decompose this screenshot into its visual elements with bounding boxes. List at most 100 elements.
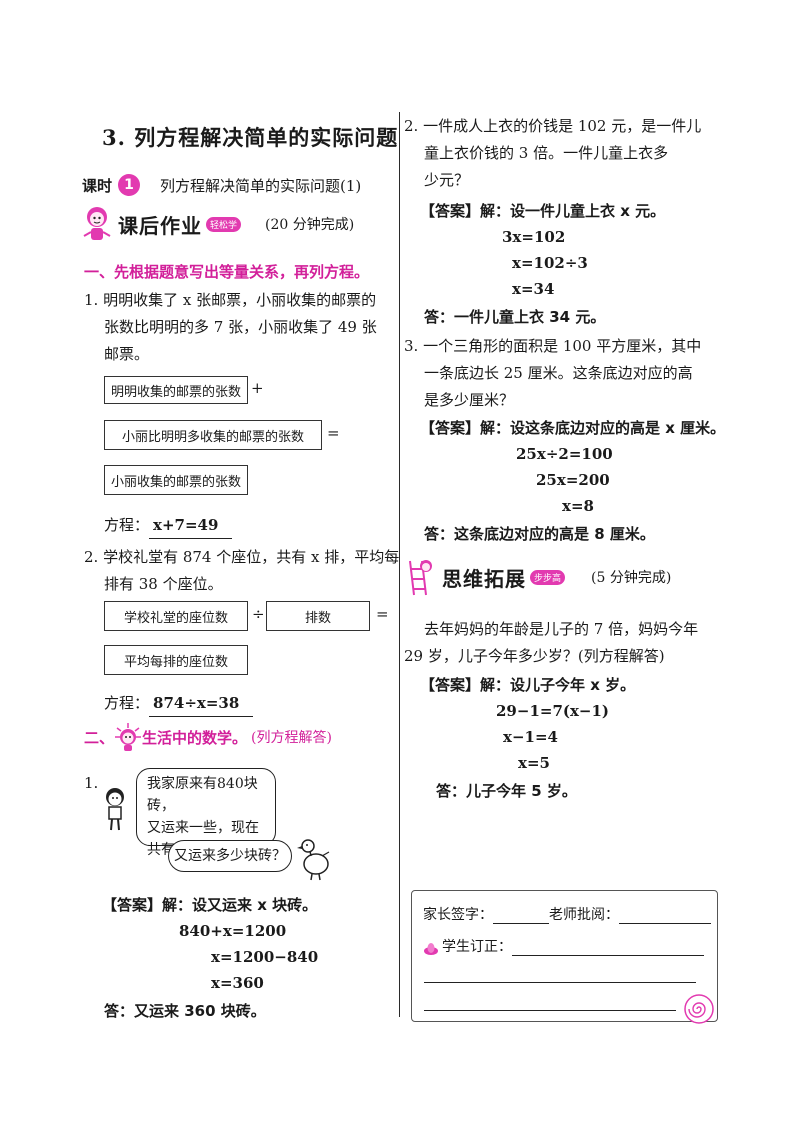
r-q3-line-3: 是多少厘米？ <box>424 391 515 409</box>
r-q3-answer-tag: 【答案】 <box>420 419 481 437</box>
ext-line-2: 29 岁，儿子今年多少岁？(列方程解答) <box>404 647 665 665</box>
s2-q1-answer-intro: 解：设又运来 x 块砖。 <box>162 896 318 914</box>
r-q3-step-3: x=8 <box>562 497 594 515</box>
section2-heading-text: 生活中的数学。 <box>142 728 248 747</box>
homework-pill: 轻松学 <box>206 216 242 232</box>
correction-row: 学生订正： <box>423 936 704 956</box>
r-q3-answer: 【答案】解：设这条底边对应的高是 x 厘米。 <box>420 415 725 441</box>
q1-line-2: 张数比明明的多 7 张，小丽收集了 49 张 <box>104 318 377 336</box>
bubble-line-2: 又运来一些，现在 <box>147 820 259 836</box>
column-divider <box>399 112 400 1017</box>
speech-bubble-question: 又运来多少块砖？ <box>168 840 292 872</box>
lesson-prefix: 课时 <box>82 176 113 195</box>
s2-q1-answer-tag: 【答案】 <box>102 896 163 914</box>
ext-answer-intro: 解：设儿子今年 x 岁。 <box>480 676 636 694</box>
r-q2-step-3: x=34 <box>512 280 555 298</box>
r-q2-step-1: 3x=102 <box>502 228 566 246</box>
q2-line-2: 排有 38 个座位。 <box>104 575 223 593</box>
signature-box <box>411 890 718 1022</box>
teacher-review-label: 老师批阅： <box>549 907 619 923</box>
goose-icon <box>297 839 330 881</box>
q2-box-rows: 排数 <box>266 601 370 631</box>
ext-answer: 【答案】解：设儿子今年 x 岁。 <box>420 672 635 698</box>
page-title: 3. 列方程解决简单的实际问题 <box>102 125 399 150</box>
q1-equation: 方程：x+7=49 <box>104 512 233 539</box>
r-q2-conclusion: 答：一件儿童上衣 34 元。 <box>424 308 606 326</box>
homework-banner: 课后作业 轻松学 (20 分钟完成) <box>80 204 354 244</box>
extension-banner-text: 思维拓展 <box>442 566 526 591</box>
lotus-icon <box>424 943 438 955</box>
q2-equation-value: 874÷x=38 <box>149 690 254 717</box>
correction-field[interactable] <box>512 939 704 956</box>
section1-heading: 一、先根据题意写出等量关系，再列方程。 <box>84 263 370 281</box>
parent-signature-label: 家长签字： <box>423 907 493 923</box>
r-q2-answer-intro: 解：设一件儿童上衣 x 元。 <box>480 202 666 220</box>
ext-step-1: 29−1=7(x−1) <box>496 702 610 720</box>
correction-line-3[interactable] <box>424 1010 676 1011</box>
ext-line-1: 去年妈妈的年龄是儿子的 7 倍，妈妈今年 <box>424 620 699 638</box>
extension-banner: 思维拓展 步步高 (5 分钟完成) <box>404 557 671 597</box>
homework-time: (20 分钟完成) <box>265 217 355 233</box>
r-q3-line-1: 3. 一个三角形的面积是 100 平方厘米，其中 <box>404 337 702 355</box>
section2-heading-prefix: 二、 <box>84 728 115 747</box>
teacher-review-field[interactable] <box>619 907 711 924</box>
q1-box-difference: 小丽比明明多收集的邮票的张数 <box>104 420 322 450</box>
q2-box-per-row: 平均每排的座位数 <box>104 645 248 675</box>
lesson-number-badge: 1 <box>118 174 141 196</box>
q2-equation: 方程：874÷x=38 <box>104 690 254 717</box>
r-q2-line-2: 童上衣价钱的 3 倍。一件儿童上衣多 <box>424 144 669 162</box>
ext-step-2: x−1=4 <box>503 728 558 746</box>
s2-q1-conclusion: 答：又运来 360 块砖。 <box>104 1002 266 1020</box>
extension-time: (5 分钟完成) <box>591 570 672 586</box>
q1-box-mingming: 明明收集的邮票的张数 <box>104 376 248 404</box>
correction-label: 学生订正： <box>442 939 512 955</box>
homework-banner-text: 课后作业 <box>118 213 202 238</box>
lesson-title: 列方程解决简单的实际问题(1) <box>160 176 362 195</box>
extension-pill: 步步高 <box>530 569 566 585</box>
s2-q1-step-2: x=1200−840 <box>211 948 319 966</box>
section2-heading-suffix: (列方程解答) <box>251 730 332 746</box>
ladder-girl-icon <box>409 560 432 596</box>
s2-q1-step-1: 840+x=1200 <box>179 922 287 940</box>
r-q2-answer-tag: 【答案】 <box>420 202 481 220</box>
r-q3-step-1: 25x÷2=100 <box>516 445 613 463</box>
q1-op-equals: = <box>327 424 340 442</box>
r-q2-line-1: 2. 一件成人上衣的价钱是 102 元，是一件儿 <box>404 117 702 135</box>
bubble-line-1: 我家原来有840块砖， <box>147 776 258 814</box>
parent-signature-field[interactable] <box>493 907 549 924</box>
r-q2-answer: 【答案】解：设一件儿童上衣 x 元。 <box>420 198 665 224</box>
q1-equation-value: x+7=49 <box>149 512 233 539</box>
sun-kid-icon <box>115 723 142 751</box>
r-q2-step-2: x=102÷3 <box>512 254 588 272</box>
lesson-header: 课时 1 列方程解决简单的实际问题(1) <box>82 174 361 196</box>
q1-line-3: 邮票。 <box>104 345 150 363</box>
q1-equation-label: 方程： <box>104 516 150 534</box>
s2-q1-number: 1. <box>84 774 99 792</box>
girl-mascot-icon <box>83 207 111 240</box>
r-q3-step-2: 25x=200 <box>536 471 610 489</box>
speech-bubble-boy: 我家原来有840块砖， 又运来一些，现在 共有1200块。 <box>136 768 276 858</box>
q2-op-divide: ÷ <box>252 605 265 623</box>
boy-figure-icon <box>106 788 124 831</box>
bubble-question-text: 又运来多少块砖？ <box>174 848 286 864</box>
r-q2-line-3: 少元？ <box>424 171 470 189</box>
ext-conclusion: 答：儿子今年 5 岁。 <box>436 782 577 800</box>
r-q3-conclusion: 答：这条底边对应的高是 8 厘米。 <box>424 525 655 543</box>
r-q3-line-2: 一条底边长 25 厘米。这条底边对应的高 <box>424 364 693 382</box>
q1-op-plus: + <box>251 379 264 397</box>
swirl-ornament-icon <box>684 994 714 1024</box>
section2-heading: 二、 生活中的数学。 (列方程解答) <box>84 722 332 752</box>
q2-line-1: 2. 学校礼堂有 874 个座位，共有 x 排，平均每 <box>84 548 400 566</box>
ext-step-3: x=5 <box>518 754 550 772</box>
correction-line-2[interactable] <box>424 982 696 983</box>
q2-op-equals: = <box>376 605 389 623</box>
s2-q1-step-3: x=360 <box>211 974 264 992</box>
ext-answer-tag: 【答案】 <box>420 676 481 694</box>
q1-line-1: 1. 明明收集了 x 张邮票，小丽收集的邮票的 <box>84 291 377 309</box>
q2-equation-label: 方程： <box>104 694 150 712</box>
q2-box-seats: 学校礼堂的座位数 <box>104 601 248 631</box>
parent-signature-row: 家长签字： 老师批阅： <box>423 904 711 924</box>
q1-box-xiaoli: 小丽收集的邮票的张数 <box>104 465 248 495</box>
s2-q1-answer: 【答案】解：设又运来 x 块砖。 <box>102 892 317 918</box>
r-q3-answer-intro: 解：设这条底边对应的高是 x 厘米。 <box>480 419 726 437</box>
